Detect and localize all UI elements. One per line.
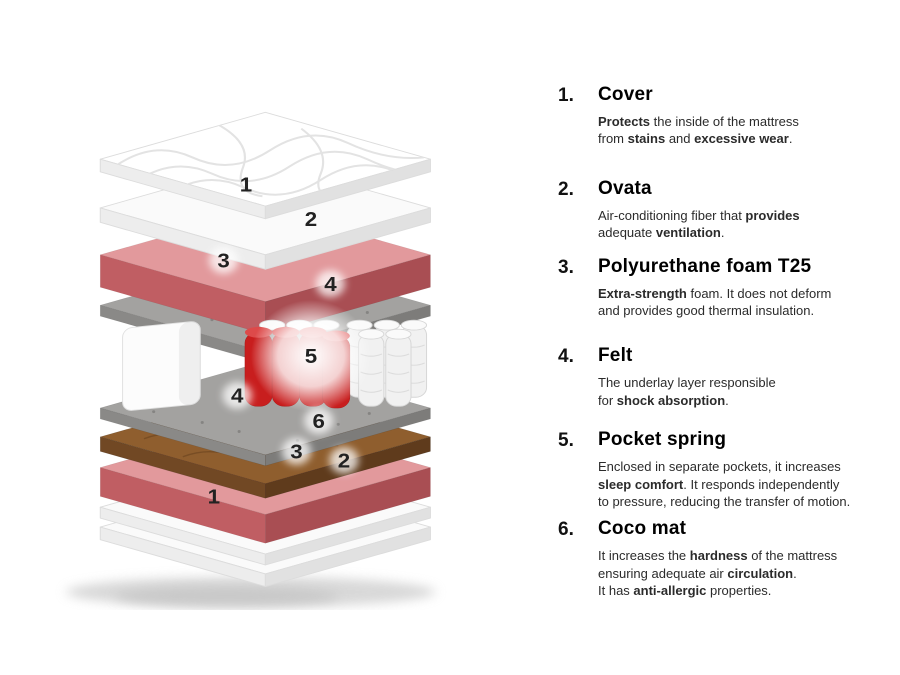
diagram-label: 2: [338, 448, 350, 472]
legend-item-description: Air-conditioning fiber that provides ade…: [598, 207, 800, 241]
legend-item-description: It increases the hardness of the mattres…: [598, 548, 838, 599]
mattress-diagram: 1 2 3 4 5 4 6 3 2 1: [66, 111, 436, 608]
layer-top-cover: [99, 111, 431, 220]
legend-item-description: The underlay layer responsible for shock…: [598, 375, 776, 408]
legend-item-coco-mat: 6. Coco mat It increases the hardness of…: [558, 518, 890, 599]
legend-item-ovata: 2. Ovata Air-conditioning fiber that pro…: [558, 178, 890, 242]
layer-springs: [122, 299, 428, 412]
legend-item-title: Felt: [598, 345, 633, 367]
white-springs: [346, 319, 428, 407]
foam-block: [122, 321, 201, 411]
diagram-label: 4: [231, 383, 243, 407]
legend-item-description: Enclosed in separate pockets, it increas…: [598, 459, 851, 510]
legend-item-number: 4.: [558, 346, 574, 368]
glow-effect: [250, 299, 372, 412]
diagram-labels: 1 2 3 4 5 4 6 3 2 1: [208, 172, 351, 508]
legend-item-title: Coco mat: [598, 518, 687, 540]
legend-item-number: 1.: [558, 85, 574, 106]
legend-item-polyurethane-foam: 3. Polyurethane foam T25 Extra-strength …: [558, 256, 890, 320]
legend-item-number: 2.: [558, 178, 574, 200]
legend-item-title: Pocket spring: [598, 429, 727, 451]
legend-item-pocket-spring: 5. Pocket spring Enclosed in separate po…: [558, 429, 890, 510]
legend-item-description: Protects the inside of the mattress from…: [598, 114, 799, 147]
diagram-label: 5: [305, 344, 317, 368]
diagram-label: 3: [290, 439, 302, 463]
legend-item-title: Cover: [598, 84, 653, 105]
diagram-label: 3: [217, 248, 229, 272]
legend-item-number: 6.: [558, 519, 574, 541]
diagram-label: 6: [313, 409, 325, 433]
legend-panel: 1. Cover Protects the inside of the matt…: [558, 84, 890, 600]
legend-item-number: 3.: [558, 256, 574, 278]
legend-item-cover: 1. Cover Protects the inside of the matt…: [558, 84, 890, 148]
diagram-label: 1: [208, 484, 220, 508]
diagram-label: 4: [324, 272, 336, 296]
label-halos: [209, 246, 359, 474]
diagram-label: 2: [305, 207, 317, 231]
legend-item-title: Polyurethane foam T25: [598, 255, 812, 277]
diagram-region: 1 2 3 4 5 4 6 3 2 1: [8, 15, 513, 615]
legend-item-number: 5.: [558, 430, 574, 452]
legend-item-title: Ovata: [598, 177, 652, 199]
diagram-shadow: [66, 576, 436, 608]
legend-item-description: Extra-strength foam. It does not deform …: [598, 285, 832, 319]
diagram-label: 1: [240, 172, 252, 196]
legend-item-felt: 4. Felt The underlay layer responsible f…: [558, 345, 890, 409]
